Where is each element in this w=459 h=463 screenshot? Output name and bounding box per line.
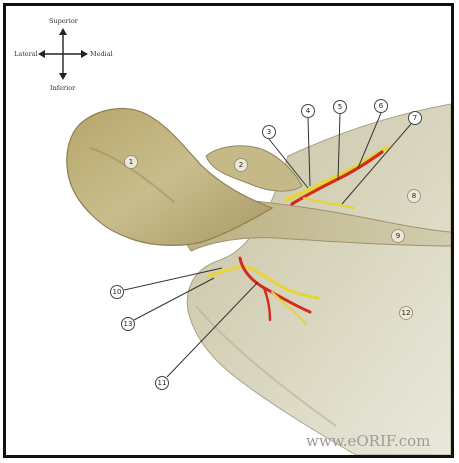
compass-inferior: Inferior bbox=[50, 84, 76, 92]
svg-text:4: 4 bbox=[306, 107, 311, 115]
compass-lateral: Lateral bbox=[14, 50, 38, 58]
bone-label-12: 12 bbox=[400, 307, 413, 320]
svg-text:5: 5 bbox=[338, 103, 342, 111]
watermark: www.eORIF.com bbox=[306, 432, 430, 450]
svg-text:2: 2 bbox=[239, 161, 243, 169]
svg-text:10: 10 bbox=[113, 288, 122, 296]
compass-superior: Superior bbox=[49, 17, 79, 25]
svg-text:12: 12 bbox=[402, 309, 411, 317]
scapula-diagram: Superior Inferior Lateral Medial 1 2 8 9… bbox=[6, 6, 451, 455]
svg-text:8: 8 bbox=[412, 192, 416, 200]
svg-text:6: 6 bbox=[379, 102, 384, 110]
orientation-compass: Superior Inferior Lateral Medial bbox=[14, 17, 113, 92]
bone-label-9: 9 bbox=[392, 230, 405, 243]
figure-frame: Superior Inferior Lateral Medial 1 2 8 9… bbox=[3, 3, 454, 458]
svg-text:13: 13 bbox=[124, 320, 133, 328]
svg-text:1: 1 bbox=[129, 158, 133, 166]
svg-text:3: 3 bbox=[267, 128, 271, 136]
bone-label-2: 2 bbox=[235, 159, 248, 172]
svg-text:11: 11 bbox=[158, 379, 167, 387]
compass-medial: Medial bbox=[90, 50, 113, 58]
bone-label-8: 8 bbox=[408, 190, 421, 203]
svg-text:9: 9 bbox=[396, 232, 400, 240]
svg-text:7: 7 bbox=[413, 114, 417, 122]
bone-label-1: 1 bbox=[125, 156, 138, 169]
